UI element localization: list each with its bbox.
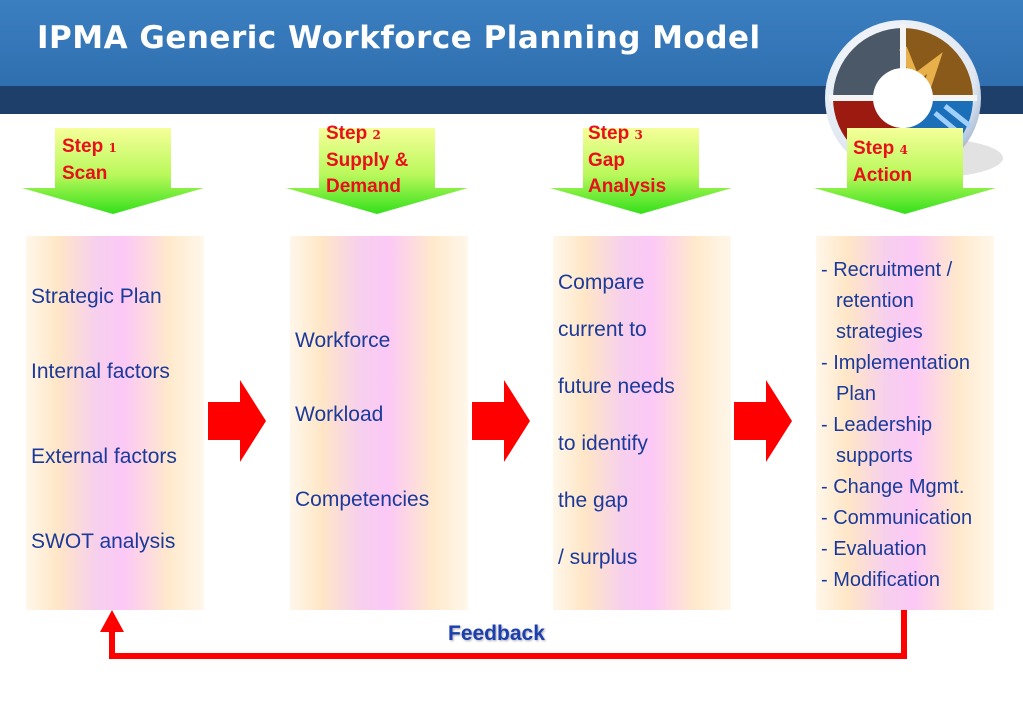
step-1-arrow (22, 128, 204, 214)
panel-item: Plan (836, 383, 877, 405)
step-2-label: Step 2 Supply & Demand (326, 121, 408, 200)
panel-item: retention (836, 290, 914, 312)
step-1-name: Scan (62, 163, 108, 184)
panel-item: Internal factors (31, 360, 170, 383)
supply-demand-panel: Workforce Workload Competencies (290, 236, 468, 610)
step-4-label: Step 4 Action (853, 136, 912, 189)
step-4-arrow (814, 128, 996, 214)
panel-item: External factors (31, 445, 177, 468)
feedback-label: Feedback (448, 622, 545, 645)
step-word: Step (326, 123, 368, 144)
step-2-name-line1: Supply & (326, 150, 409, 171)
step-number: 1 (108, 141, 117, 155)
page-title: IPMA Generic Workforce Planning Model (37, 20, 761, 56)
panel-item: the gap (558, 489, 629, 512)
panel-item: - Recruitment / (821, 259, 953, 281)
panel-item: supports (836, 445, 913, 467)
panel-item: current to (558, 318, 647, 341)
step-word: Step (62, 136, 104, 157)
step-2-name-line2: Demand (326, 176, 401, 197)
step-word: Step (853, 138, 895, 159)
flow-arrow-1 (208, 380, 266, 462)
step-number: 2 (372, 128, 381, 142)
panel-item: - Modification (821, 569, 940, 591)
panel-item: / surplus (558, 546, 638, 569)
panel-item: - Evaluation (821, 538, 927, 560)
step-number: 4 (899, 143, 908, 157)
panel-item: Workload (295, 403, 384, 426)
panel-item: future needs (558, 375, 675, 398)
step-2-arrow (286, 128, 468, 214)
step-3-name-line1: Gap (588, 150, 625, 171)
panel-item: - Leadership (821, 414, 933, 436)
panel-item: - Change Mgmt. (821, 476, 965, 498)
step-3-label: Step 3 Gap Analysis (588, 121, 666, 200)
panel-item: Strategic Plan (31, 285, 162, 308)
flow-arrow-2 (472, 380, 530, 462)
gap-analysis-panel: Compare current to future needs to ident… (553, 236, 731, 610)
panel-item: strategies (836, 321, 923, 343)
panel-item: to identify (558, 432, 648, 455)
scan-panel: Strategic Plan Internal factors External… (26, 236, 204, 610)
panel-item: - Communication (821, 507, 973, 529)
step-number: 3 (634, 128, 643, 142)
flow-arrow-3 (734, 380, 792, 462)
action-panel: - Recruitment / retention strategies - I… (816, 236, 994, 610)
panel-item: Compare (558, 271, 645, 294)
step-3-arrow (550, 128, 732, 214)
step-word: Step (588, 123, 630, 144)
panel-item: - Implementation (821, 352, 970, 374)
step-3-name-line2: Analysis (588, 176, 667, 197)
step-4-name: Action (853, 165, 913, 186)
panel-item: SWOT analysis (31, 530, 176, 553)
panel-item: Workforce (295, 329, 391, 352)
panel-item: Competencies (295, 488, 430, 511)
step-1-label: Step 1 Scan (62, 134, 117, 187)
